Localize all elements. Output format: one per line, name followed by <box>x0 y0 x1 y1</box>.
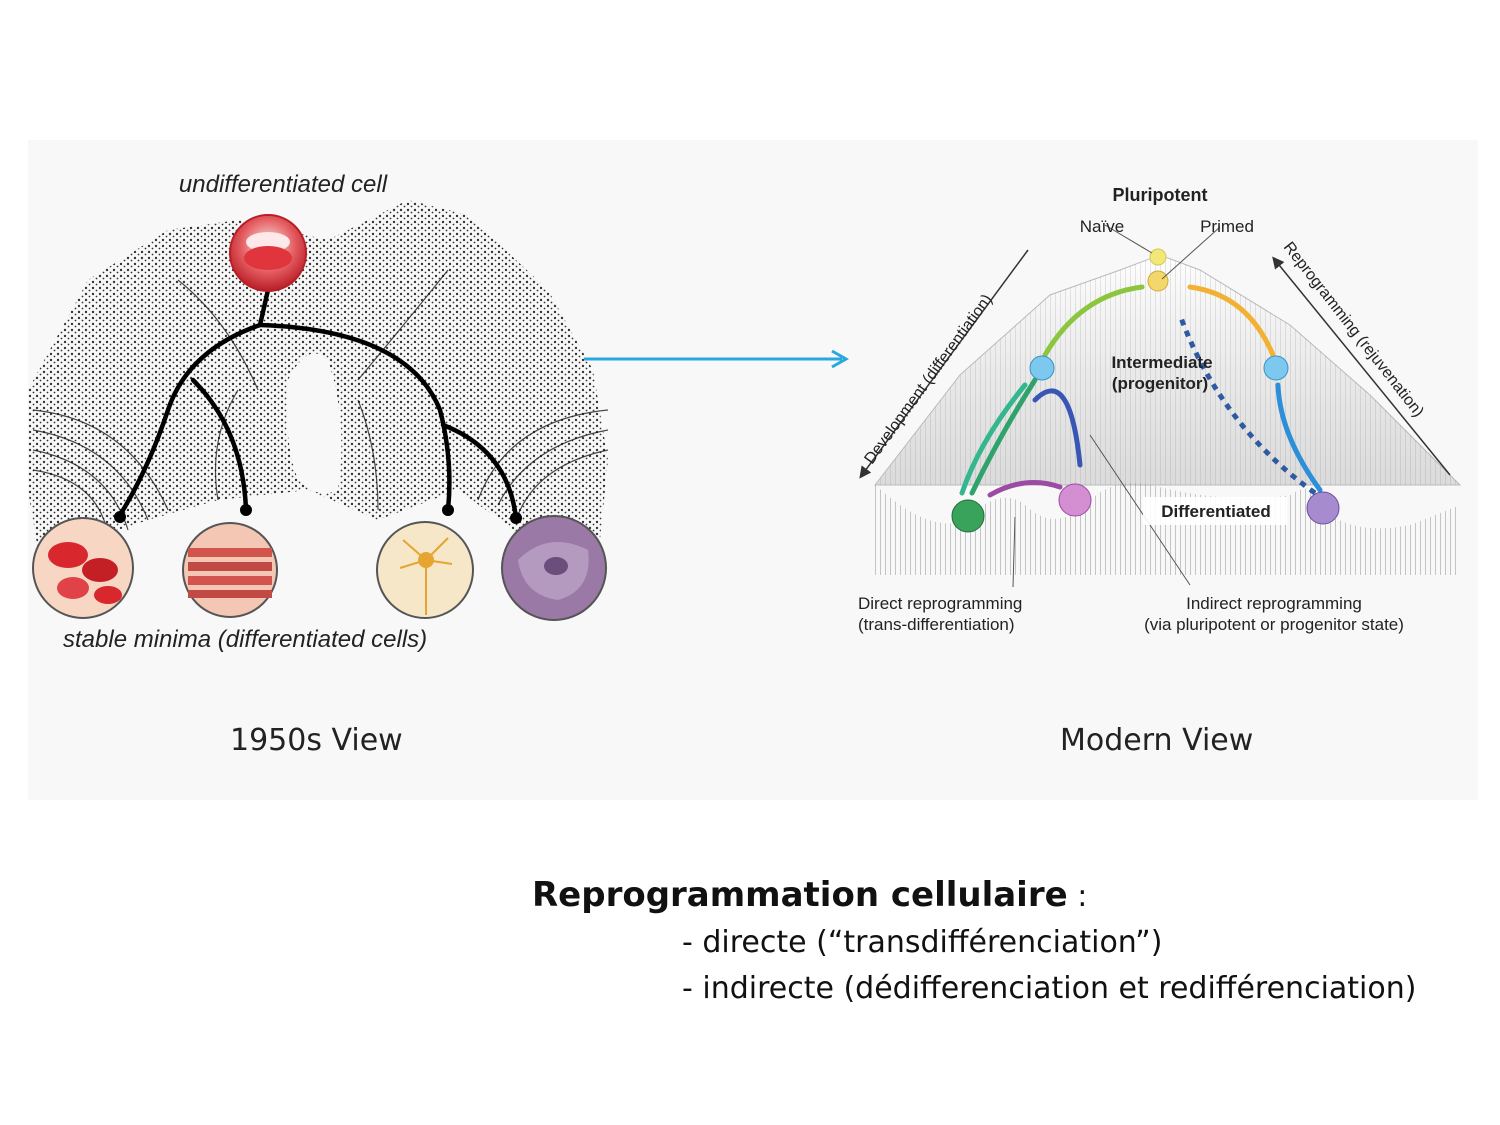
indirect-reprogramming-label-1: Indirect reprogramming <box>1186 594 1362 613</box>
naive-cell <box>1149 248 1167 266</box>
direct-reprogramming-label-1: Direct reprogramming <box>858 594 1022 613</box>
epithelial-cell-icon <box>501 515 607 621</box>
intermediate-cell-right <box>1263 355 1289 381</box>
path-branch-left <box>117 322 263 518</box>
primed-label: Primed <box>1200 217 1254 236</box>
development-arrow-1 <box>969 377 1038 496</box>
direct-reprogramming-arrow <box>987 480 1063 498</box>
pluripotent-label: Pluripotent <box>1113 185 1208 205</box>
green-cell <box>951 499 985 533</box>
progenitor-to-pink-arrow <box>1032 388 1083 468</box>
primed-cell <box>1147 270 1169 292</box>
red-blood-cells-icon <box>32 517 134 619</box>
neuron-cell-icon <box>376 521 474 619</box>
summary-title: Reprogrammation cellulaire <box>532 875 1068 915</box>
differentiated-label: Differentiated <box>1161 502 1271 521</box>
muscle-cells-icon <box>182 522 278 618</box>
naive-label: Naïve <box>1080 217 1124 236</box>
indirect-reprogramming-label-2: (via pluripotent or progenitor state) <box>1144 615 1404 634</box>
caption-1950s-view: 1950s View <box>230 723 403 758</box>
summary-item-indirect: - indirecte (dédifferenciation et rediff… <box>682 971 1417 1006</box>
stable-minima-label: stable minima (differentiated cells) <box>63 626 427 653</box>
purple-cell <box>1306 491 1340 525</box>
dashed-reverse-arrow <box>1177 314 1317 496</box>
reprogramming-axis-line <box>1272 256 1451 476</box>
path-branch-right <box>257 322 452 513</box>
development-axis-line <box>859 249 1029 479</box>
waddington-landscape-diagram: undifferentiated cell stable minima (dif… <box>28 171 609 653</box>
intermediate-to-pluripotent-arrow <box>1187 284 1278 363</box>
direct-reprogramming-label-2: (trans-differentiation) <box>858 615 1015 634</box>
purple-to-blue-arrow <box>1275 382 1323 493</box>
undifferentiated-cell-icon <box>229 214 307 292</box>
undifferentiated-label: undifferentiated cell <box>179 171 388 198</box>
pluripotent-to-intermediate-arrow <box>1042 284 1145 358</box>
summary-item-direct: - directe (“transdifférenciation”) <box>682 925 1163 960</box>
modern-landscape-diagram: Pluripotent Naïve Primed Intermediate (p… <box>858 185 1462 634</box>
caption-modern-view: Modern View <box>1060 723 1254 758</box>
path-trunk <box>257 287 271 328</box>
summary-title-line: Reprogrammation cellulaire : <box>532 875 1087 915</box>
path-branch-right-2 <box>440 422 519 521</box>
transition-arrow <box>584 349 850 369</box>
intermediate-label-1: Intermediate <box>1111 353 1212 372</box>
summary-block: Reprogrammation cellulaire : - directe (… <box>532 875 1416 1006</box>
path-branch-left-2 <box>190 377 249 513</box>
pink-cell <box>1058 483 1092 517</box>
intermediate-label-2: (progenitor) <box>1112 374 1208 393</box>
summary-colon: : <box>1067 879 1088 914</box>
intermediate-cell-left <box>1029 355 1055 381</box>
development-arrow-2 <box>959 382 1028 496</box>
